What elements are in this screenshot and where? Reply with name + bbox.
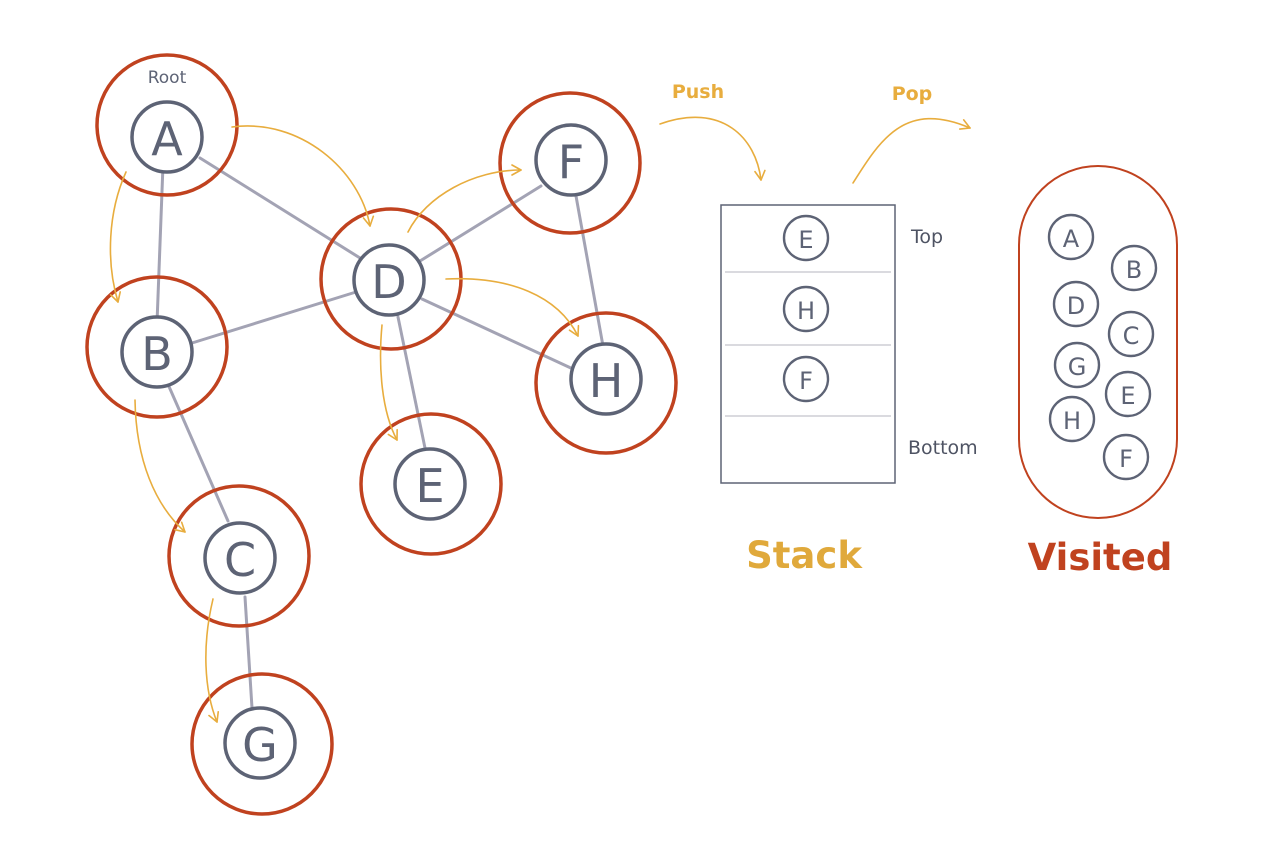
node-a xyxy=(130,100,204,174)
edge-a-b xyxy=(155,163,165,325)
visited-item-label: A xyxy=(1063,225,1080,253)
visited-item-circle xyxy=(1110,244,1158,292)
traversal-arrow-d-h xyxy=(445,277,580,337)
node-e-label: E xyxy=(415,459,444,513)
node-f xyxy=(534,123,608,197)
node-h-label: H xyxy=(589,354,624,408)
traversal-arrows xyxy=(109,116,971,723)
visited-item-circle xyxy=(1104,370,1152,418)
visited-ring-b xyxy=(85,275,229,419)
visited-ring-e xyxy=(359,412,503,556)
visited-ring-f xyxy=(498,91,642,235)
traversal-arrow-d-e xyxy=(379,324,398,441)
edge-d-e xyxy=(396,315,427,450)
graph-nodes xyxy=(120,100,643,780)
edge-b-d xyxy=(190,290,358,345)
visited-item-label: E xyxy=(1120,382,1135,410)
traversal-arrow-a-b xyxy=(109,171,127,303)
graph-node-labels: A B C D E F G H xyxy=(141,112,623,772)
stack-item-label: F xyxy=(799,367,813,395)
node-g xyxy=(223,706,297,780)
visited-item-circle xyxy=(1052,280,1100,328)
stack-item-label: E xyxy=(798,226,813,254)
push-label: Push xyxy=(672,81,724,103)
graph-edges xyxy=(155,156,605,710)
visited-ring-c xyxy=(167,484,311,628)
stack-item-circle xyxy=(782,355,830,403)
visited-ring-g xyxy=(190,672,334,816)
node-h xyxy=(569,342,643,416)
edge-c-g xyxy=(243,595,254,710)
stack-item-circle xyxy=(782,285,830,333)
edge-d-f xyxy=(418,184,543,263)
visited-ring-a xyxy=(95,53,239,197)
node-c-label: C xyxy=(224,533,256,587)
visited-item-label: D xyxy=(1067,292,1085,320)
visited-container xyxy=(1018,165,1178,519)
edge-d-h xyxy=(420,297,575,371)
node-f-label: F xyxy=(558,135,584,189)
visited-item-circle xyxy=(1048,395,1096,443)
stack-title: Stack xyxy=(746,534,863,577)
node-d xyxy=(352,243,426,317)
visited-title: Visited xyxy=(1028,536,1173,579)
visited-item-label: F xyxy=(1119,445,1133,473)
node-e xyxy=(393,447,467,521)
push-arrow xyxy=(659,116,766,181)
visited-item-label: C xyxy=(1123,322,1140,350)
visited-item-label: B xyxy=(1126,256,1142,284)
stack-bottom-label: Bottom xyxy=(908,437,978,459)
node-c xyxy=(203,521,277,595)
stack-top-label: Top xyxy=(910,226,943,248)
edge-b-c xyxy=(165,380,230,523)
edge-f-h xyxy=(574,194,605,348)
traversal-arrow-d-f xyxy=(407,164,522,233)
traversal-arrow-a-d xyxy=(231,125,375,227)
visited-ring-h xyxy=(534,311,678,455)
edge-a-d xyxy=(198,156,362,260)
node-b-label: B xyxy=(141,327,173,381)
stack-item-circle xyxy=(782,214,830,262)
node-g-label: G xyxy=(242,718,278,772)
visited-item-circle xyxy=(1102,433,1150,481)
visited-item-label: H xyxy=(1063,407,1081,435)
stack-item-label: H xyxy=(797,297,815,325)
visited-item-label: G xyxy=(1068,353,1087,381)
visited-item-circle xyxy=(1053,341,1101,389)
node-a-label: A xyxy=(151,112,183,166)
node-d-label: D xyxy=(371,255,406,309)
stack: E H F xyxy=(720,204,896,484)
traversal-arrow-c-g xyxy=(205,598,220,723)
pop-arrow xyxy=(852,117,971,184)
visited-set: A B D C G E H F xyxy=(1018,165,1178,519)
pop-label: Pop xyxy=(892,83,933,105)
visited-item-circle xyxy=(1047,213,1095,261)
node-b xyxy=(120,315,194,389)
root-label: Root xyxy=(148,68,187,88)
traversal-arrow-b-c xyxy=(134,399,186,533)
visited-item-circle xyxy=(1107,310,1155,358)
